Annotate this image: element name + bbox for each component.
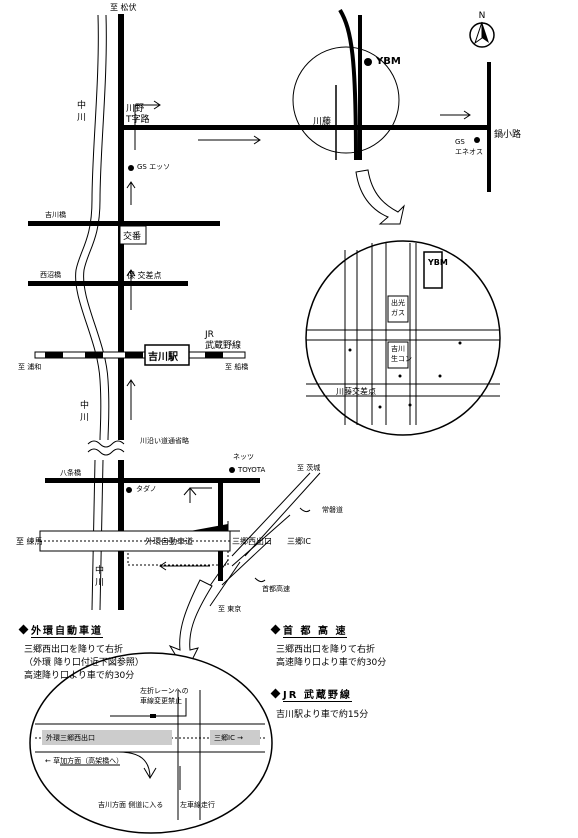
label-nabekoji: 鍋小路 bbox=[494, 130, 522, 140]
label-kawano-t: 川野 T字路 bbox=[126, 104, 150, 125]
info-gaikan-line-2: （外環 降り口付近下図参照） bbox=[24, 658, 144, 668]
label-nets: ネッツ bbox=[233, 453, 254, 461]
info-shuto-line-2: 高速降り口より車で約30分 bbox=[276, 658, 387, 668]
road-kawafuji bbox=[118, 125, 488, 130]
label-to-ibaraki: 至 茨城 bbox=[297, 464, 321, 472]
gs-eneos-marker bbox=[474, 137, 480, 143]
label-joban: 常磐道 bbox=[322, 506, 343, 514]
info-jr-title: JR 武蔵野線 bbox=[270, 686, 352, 702]
label-tamotsu: 保 交差点 bbox=[127, 271, 162, 280]
label-nakagawa-top: 中川 bbox=[77, 101, 87, 123]
info-gaikan-title: 外環自動車道 bbox=[18, 622, 103, 638]
detail-namacon: 吉川 生コン bbox=[391, 345, 412, 363]
info-shuto-title: 首 都 高 速 bbox=[270, 622, 348, 638]
label-to-nerima: 至 練馬 bbox=[16, 537, 43, 546]
gaikan-misato-nishi: 外環三郷西出口 bbox=[46, 734, 95, 742]
info-shuto-line-1: 三郷西出口を降りて右折 bbox=[276, 645, 376, 655]
label-nakagawa-mid: 中川 bbox=[80, 401, 90, 423]
label-yoshikawa-station: 吉川駅 bbox=[148, 352, 178, 363]
compass-north-label: N bbox=[479, 11, 486, 21]
gaikan-soka: ← 草加方面（高架橋へ） bbox=[45, 757, 124, 765]
label-to-funabashi: 至 船橋 bbox=[225, 363, 249, 371]
gaikan-no-lane-change: 左折レーンへの 車線変更禁止 bbox=[140, 687, 189, 705]
river-break-marks bbox=[87, 440, 125, 456]
label-jr-line: JR 武蔵野線 bbox=[205, 330, 242, 351]
label-toyota: TOYOTA bbox=[238, 466, 266, 474]
ybm-marker bbox=[364, 58, 372, 66]
label-yashio-bridge: 八条橋 bbox=[60, 469, 81, 477]
info-gaikan-line-3: 高速降り口より車で約30分 bbox=[24, 671, 135, 681]
road-yoshikawa-bridge bbox=[28, 221, 220, 226]
label-to-urawa: 至 浦和 bbox=[18, 363, 42, 371]
label-kawafuji: 川藤 bbox=[313, 117, 332, 127]
tadano-marker bbox=[126, 487, 132, 493]
label-gs-eneos: GS エネオス bbox=[455, 138, 483, 156]
label-yoshikawa-bridge: 吉川橋 bbox=[45, 211, 66, 219]
road-nabekoji bbox=[487, 62, 491, 192]
ybm-detail-circle bbox=[305, 240, 501, 436]
jr-musashino-line bbox=[34, 351, 246, 359]
label-to-tokyo: 至 東京 bbox=[218, 605, 242, 613]
label-ybm: YBM bbox=[376, 56, 401, 67]
route-arrows-top bbox=[134, 100, 471, 150]
detail-idemitsu: 出光 ガス bbox=[391, 299, 405, 317]
label-misato-ic: 三郷IC bbox=[287, 537, 311, 546]
toyota-marker bbox=[229, 467, 235, 473]
gaikan-left-lane: 左車線走行 bbox=[180, 801, 215, 809]
zoom-arrow-top bbox=[355, 169, 405, 225]
diamond-icon bbox=[270, 688, 281, 699]
diamond-icon bbox=[18, 624, 29, 635]
label-misato-nishi: 三郷西出口 bbox=[232, 537, 272, 546]
yoshikawa-station-box bbox=[144, 344, 190, 366]
label-shuto: 首都高速 bbox=[262, 585, 290, 593]
label-koban: 交番 bbox=[123, 232, 142, 242]
label-nishinuma-bridge: 西沼橋 bbox=[40, 271, 61, 279]
label-to-matsubushi: 至 松伏 bbox=[110, 3, 137, 12]
detail-ybm: YBM bbox=[428, 258, 448, 267]
label-gs-esso: GS エッソ bbox=[137, 163, 171, 171]
gaikan-misato-ic: 三郷IC → bbox=[214, 734, 244, 742]
label-kawazoi: 川沿い道通省略 bbox=[140, 437, 189, 445]
ybm-detail-roads bbox=[306, 243, 500, 425]
road-yashio-bridge bbox=[45, 478, 260, 483]
compass-icon: N bbox=[469, 11, 495, 48]
label-gaikan-road: 外環自動車道 bbox=[145, 537, 193, 546]
label-tadano: タダノ bbox=[136, 485, 157, 493]
info-gaikan-line-1: 三郷西出口を降りて右折 bbox=[24, 645, 124, 655]
detail-kawafuji-intersection: 川藤交差点 bbox=[336, 387, 376, 396]
gs-esso-marker bbox=[128, 165, 134, 171]
road-nishinuma-bridge bbox=[28, 281, 188, 286]
road-ybm bbox=[358, 15, 362, 160]
label-nakagawa-bottom: 中川 bbox=[95, 566, 105, 588]
info-jr-line-1: 吉川駅より車で約15分 bbox=[276, 710, 369, 720]
gaikan-side-road: 吉川方面 側道に入る bbox=[98, 801, 164, 809]
diamond-icon bbox=[270, 624, 281, 635]
